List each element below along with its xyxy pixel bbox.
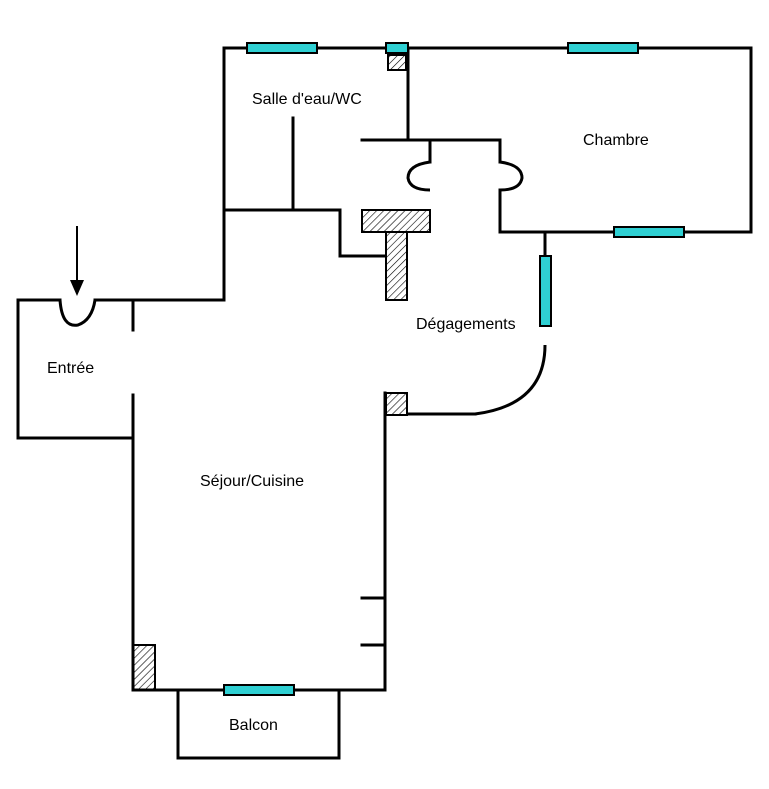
room-label-salle-eau: Salle d'eau/WC — [252, 91, 362, 108]
window-chambre-bottom — [613, 226, 685, 238]
window-small-top — [385, 42, 409, 54]
room-label-balcon: Balcon — [229, 717, 278, 734]
window-balcon — [223, 684, 295, 696]
room-label-degagements: Dégagements — [416, 316, 516, 333]
windows — [223, 42, 685, 696]
room-label-entree: Entrée — [47, 360, 94, 377]
structural-columns — [132, 54, 431, 691]
room-label-sejour: Séjour/Cuisine — [200, 473, 304, 490]
room-label-chambre: Chambre — [583, 132, 649, 149]
walls — [16, 46, 753, 760]
window-bathroom — [246, 42, 318, 54]
window-chambre-top — [567, 42, 639, 54]
window-degagements — [539, 255, 552, 327]
entry-arrow-icon — [70, 226, 84, 296]
doors — [58, 160, 547, 416]
